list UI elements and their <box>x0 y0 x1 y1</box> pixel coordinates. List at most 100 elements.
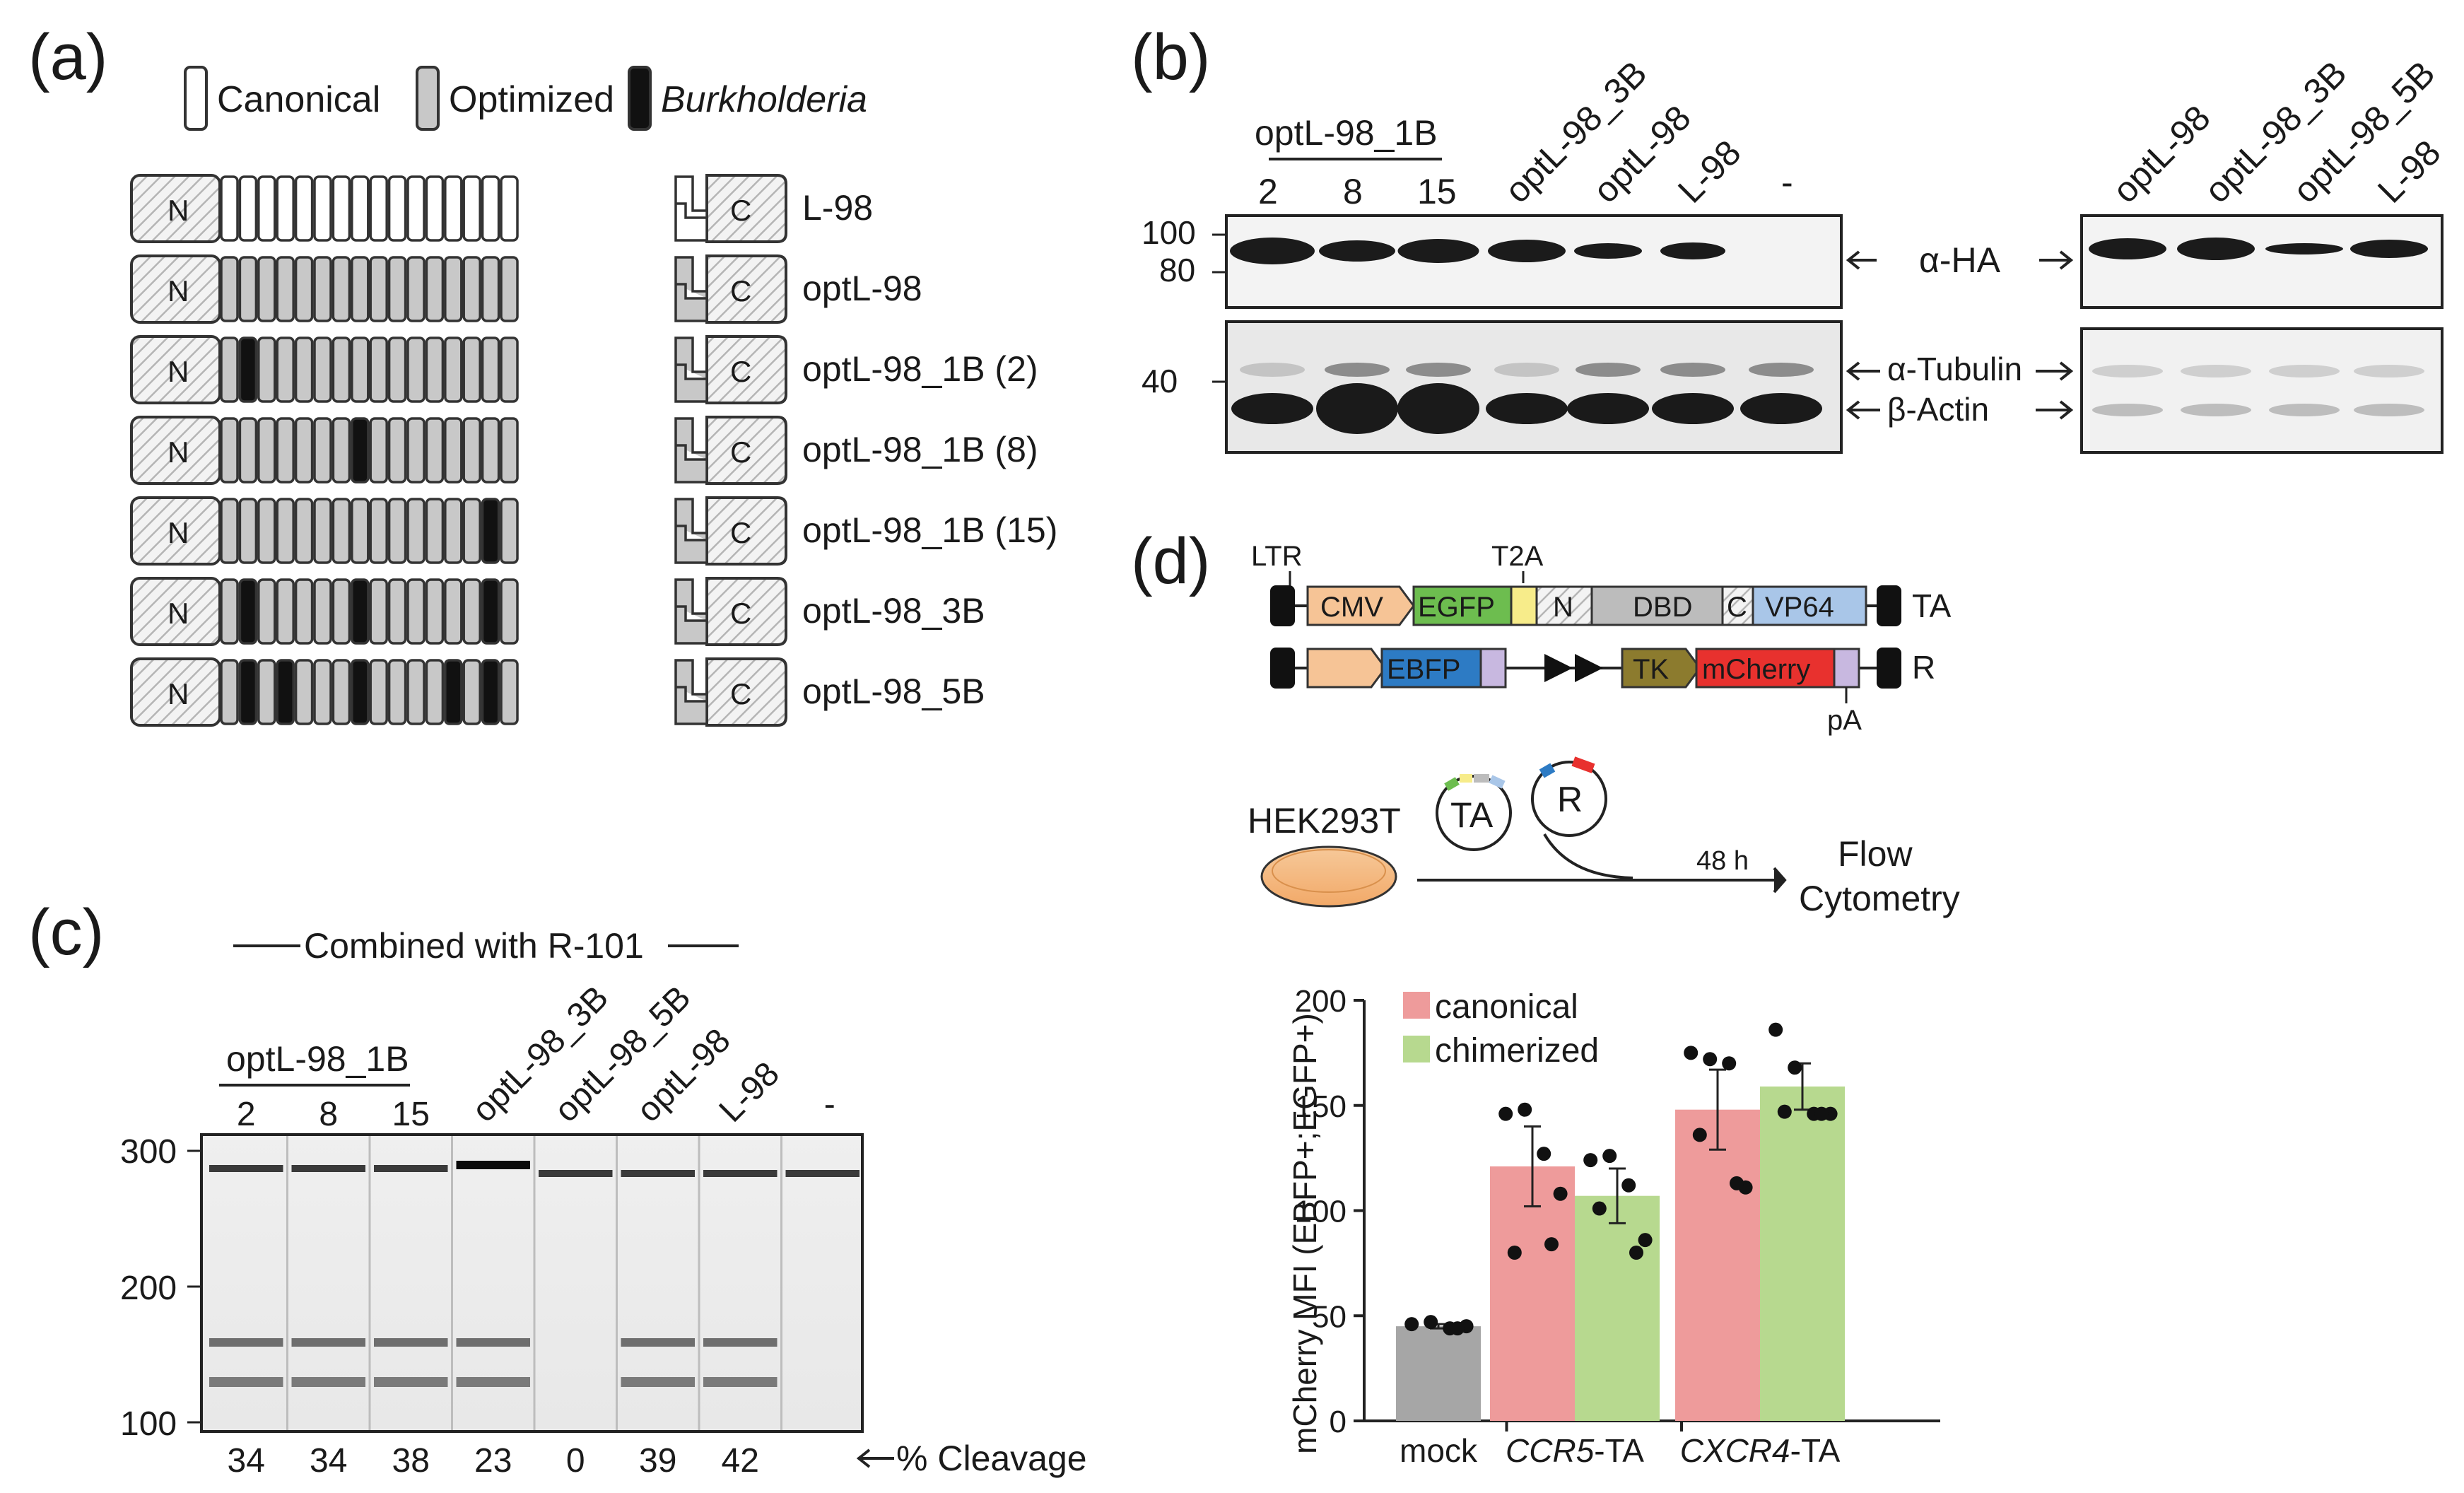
repeat-optimized <box>294 417 314 484</box>
vp64-box <box>1752 585 1867 626</box>
n-box <box>1535 585 1593 626</box>
repeat-optimized <box>444 256 463 322</box>
half-repeat <box>674 175 708 242</box>
repeat-optimized <box>276 417 295 484</box>
wb-band-tubulin <box>1749 363 1814 377</box>
n-terminal-domain <box>130 416 221 485</box>
x-category-label: mock <box>1400 1432 1478 1469</box>
gel-band-cleaved <box>456 1338 530 1347</box>
data-point <box>1507 1246 1522 1260</box>
y-tick-label: 150 <box>1295 1089 1347 1124</box>
gel-lane-label: 15 <box>392 1096 430 1133</box>
dbd-label: DBD <box>1633 592 1692 623</box>
vp64-label: VP64 <box>1765 592 1834 623</box>
n-label: N <box>1553 592 1573 623</box>
repeat-optimized <box>257 417 276 484</box>
ltr-right-box <box>1877 585 1901 626</box>
culture-dish <box>1260 845 1397 908</box>
legend-canonical-label: Canonical <box>217 79 380 120</box>
bar-chimerized <box>1575 1195 1660 1421</box>
legend-a: Canonical Optimized Burkholderia <box>184 66 867 131</box>
repeat-optimized <box>387 498 407 564</box>
wb-band-actin <box>2354 404 2424 416</box>
wb-band-ha <box>1660 242 1725 259</box>
wb-arrows <box>1846 250 2074 420</box>
n-terminal-label: N <box>168 355 189 388</box>
half-repeat <box>674 256 708 322</box>
cleavage-value: 0 <box>566 1442 585 1480</box>
gel-marker-200: 200 <box>120 1270 177 1307</box>
data-point <box>1424 1315 1438 1330</box>
legend-chimerized-d: chimerized <box>1435 1032 1599 1070</box>
wb-right-membrane-loading <box>2080 327 2444 454</box>
repeat-optimized <box>332 578 351 645</box>
r-promoter <box>1306 648 1387 689</box>
repeat-optimized <box>444 498 463 564</box>
r-name: R <box>1912 649 1935 686</box>
r-ltr-left-box <box>1270 648 1295 689</box>
repeat-canonical <box>294 175 314 242</box>
wb-right-lane-l98: L-98 <box>2370 132 2448 210</box>
repeat-optimized <box>387 417 407 484</box>
mcherry-box <box>1695 648 1836 689</box>
legend-canonical-swatch-d <box>1403 992 1430 1019</box>
wb-band-tubulin <box>1325 363 1390 377</box>
n-terminal-domain <box>130 254 221 324</box>
gel-band-cleaved <box>621 1338 695 1347</box>
repeat-optimized <box>387 659 407 725</box>
n-terminal-label: N <box>168 597 189 630</box>
repeat-optimized <box>351 498 370 564</box>
repeat-optimized <box>425 659 445 725</box>
repeat-optimized <box>294 578 314 645</box>
c-terminal-domain <box>705 577 787 646</box>
gel-band-uncut <box>374 1165 448 1172</box>
wb-band-ha <box>1319 240 1395 262</box>
wb-marker-40: 40 <box>1142 363 1178 399</box>
reporter-construct: EBFP TK mCherry R pA <box>1270 648 1935 736</box>
data-point <box>1553 1186 1568 1201</box>
c-terminal-label: C <box>730 677 751 710</box>
ta-name: TA <box>1912 587 1952 624</box>
gel-marker-300: 300 <box>120 1133 177 1171</box>
repeat-optimized <box>220 498 239 564</box>
wb-band-tubulin <box>1576 363 1641 377</box>
gel-band-uncut <box>785 1170 860 1177</box>
gel-band-uncut <box>456 1161 530 1169</box>
data-point <box>1621 1178 1636 1193</box>
wb-band-actin <box>1740 393 1822 424</box>
dbd-box <box>1590 585 1724 626</box>
gel-lane-label: - <box>824 1086 835 1123</box>
gel-header: Combined with R-101 <box>304 926 644 966</box>
repeat-optimized <box>500 498 519 564</box>
gel-marker-100: 100 <box>120 1405 177 1443</box>
plasmid-ta-label: TA <box>1450 795 1494 835</box>
repeat-optimized <box>500 417 519 484</box>
wb-band-ha <box>1230 238 1315 264</box>
gel-group-label: optL-98_1B <box>226 1039 409 1079</box>
repeat-canonical <box>351 175 370 242</box>
repeat-optimized <box>425 498 445 564</box>
repeat-optimized <box>406 336 426 403</box>
repeat-canonical <box>313 175 332 242</box>
cleavage-label: % Cleavage <box>896 1439 1087 1478</box>
gel-lane-label: L-98 <box>712 1055 787 1129</box>
mfi-bar-chart: mCherry MFI (EBFP+;EGFP+) canonical chim… <box>1286 984 1940 1469</box>
repeat-canonical <box>257 175 276 242</box>
repeat-canonical <box>220 175 239 242</box>
n-terminal-label: N <box>168 516 189 549</box>
repeat-optimized <box>406 417 426 484</box>
wb-ab-ha: α-HA <box>1919 240 2001 280</box>
wb-ab-tubulin: α-Tubulin <box>1887 351 2022 387</box>
repeat-optimized <box>313 256 332 322</box>
repeat-optimized <box>387 256 407 322</box>
repeat-optimized <box>500 578 519 645</box>
wb-lane-8: 8 <box>1343 172 1363 211</box>
repeat-burkholderia <box>351 417 370 484</box>
construct-name: optL-98_3B <box>802 591 985 631</box>
construct-name: optL-98_5B <box>802 672 985 711</box>
c-terminal-label: C <box>730 355 751 388</box>
repeat-optimized <box>220 417 239 484</box>
